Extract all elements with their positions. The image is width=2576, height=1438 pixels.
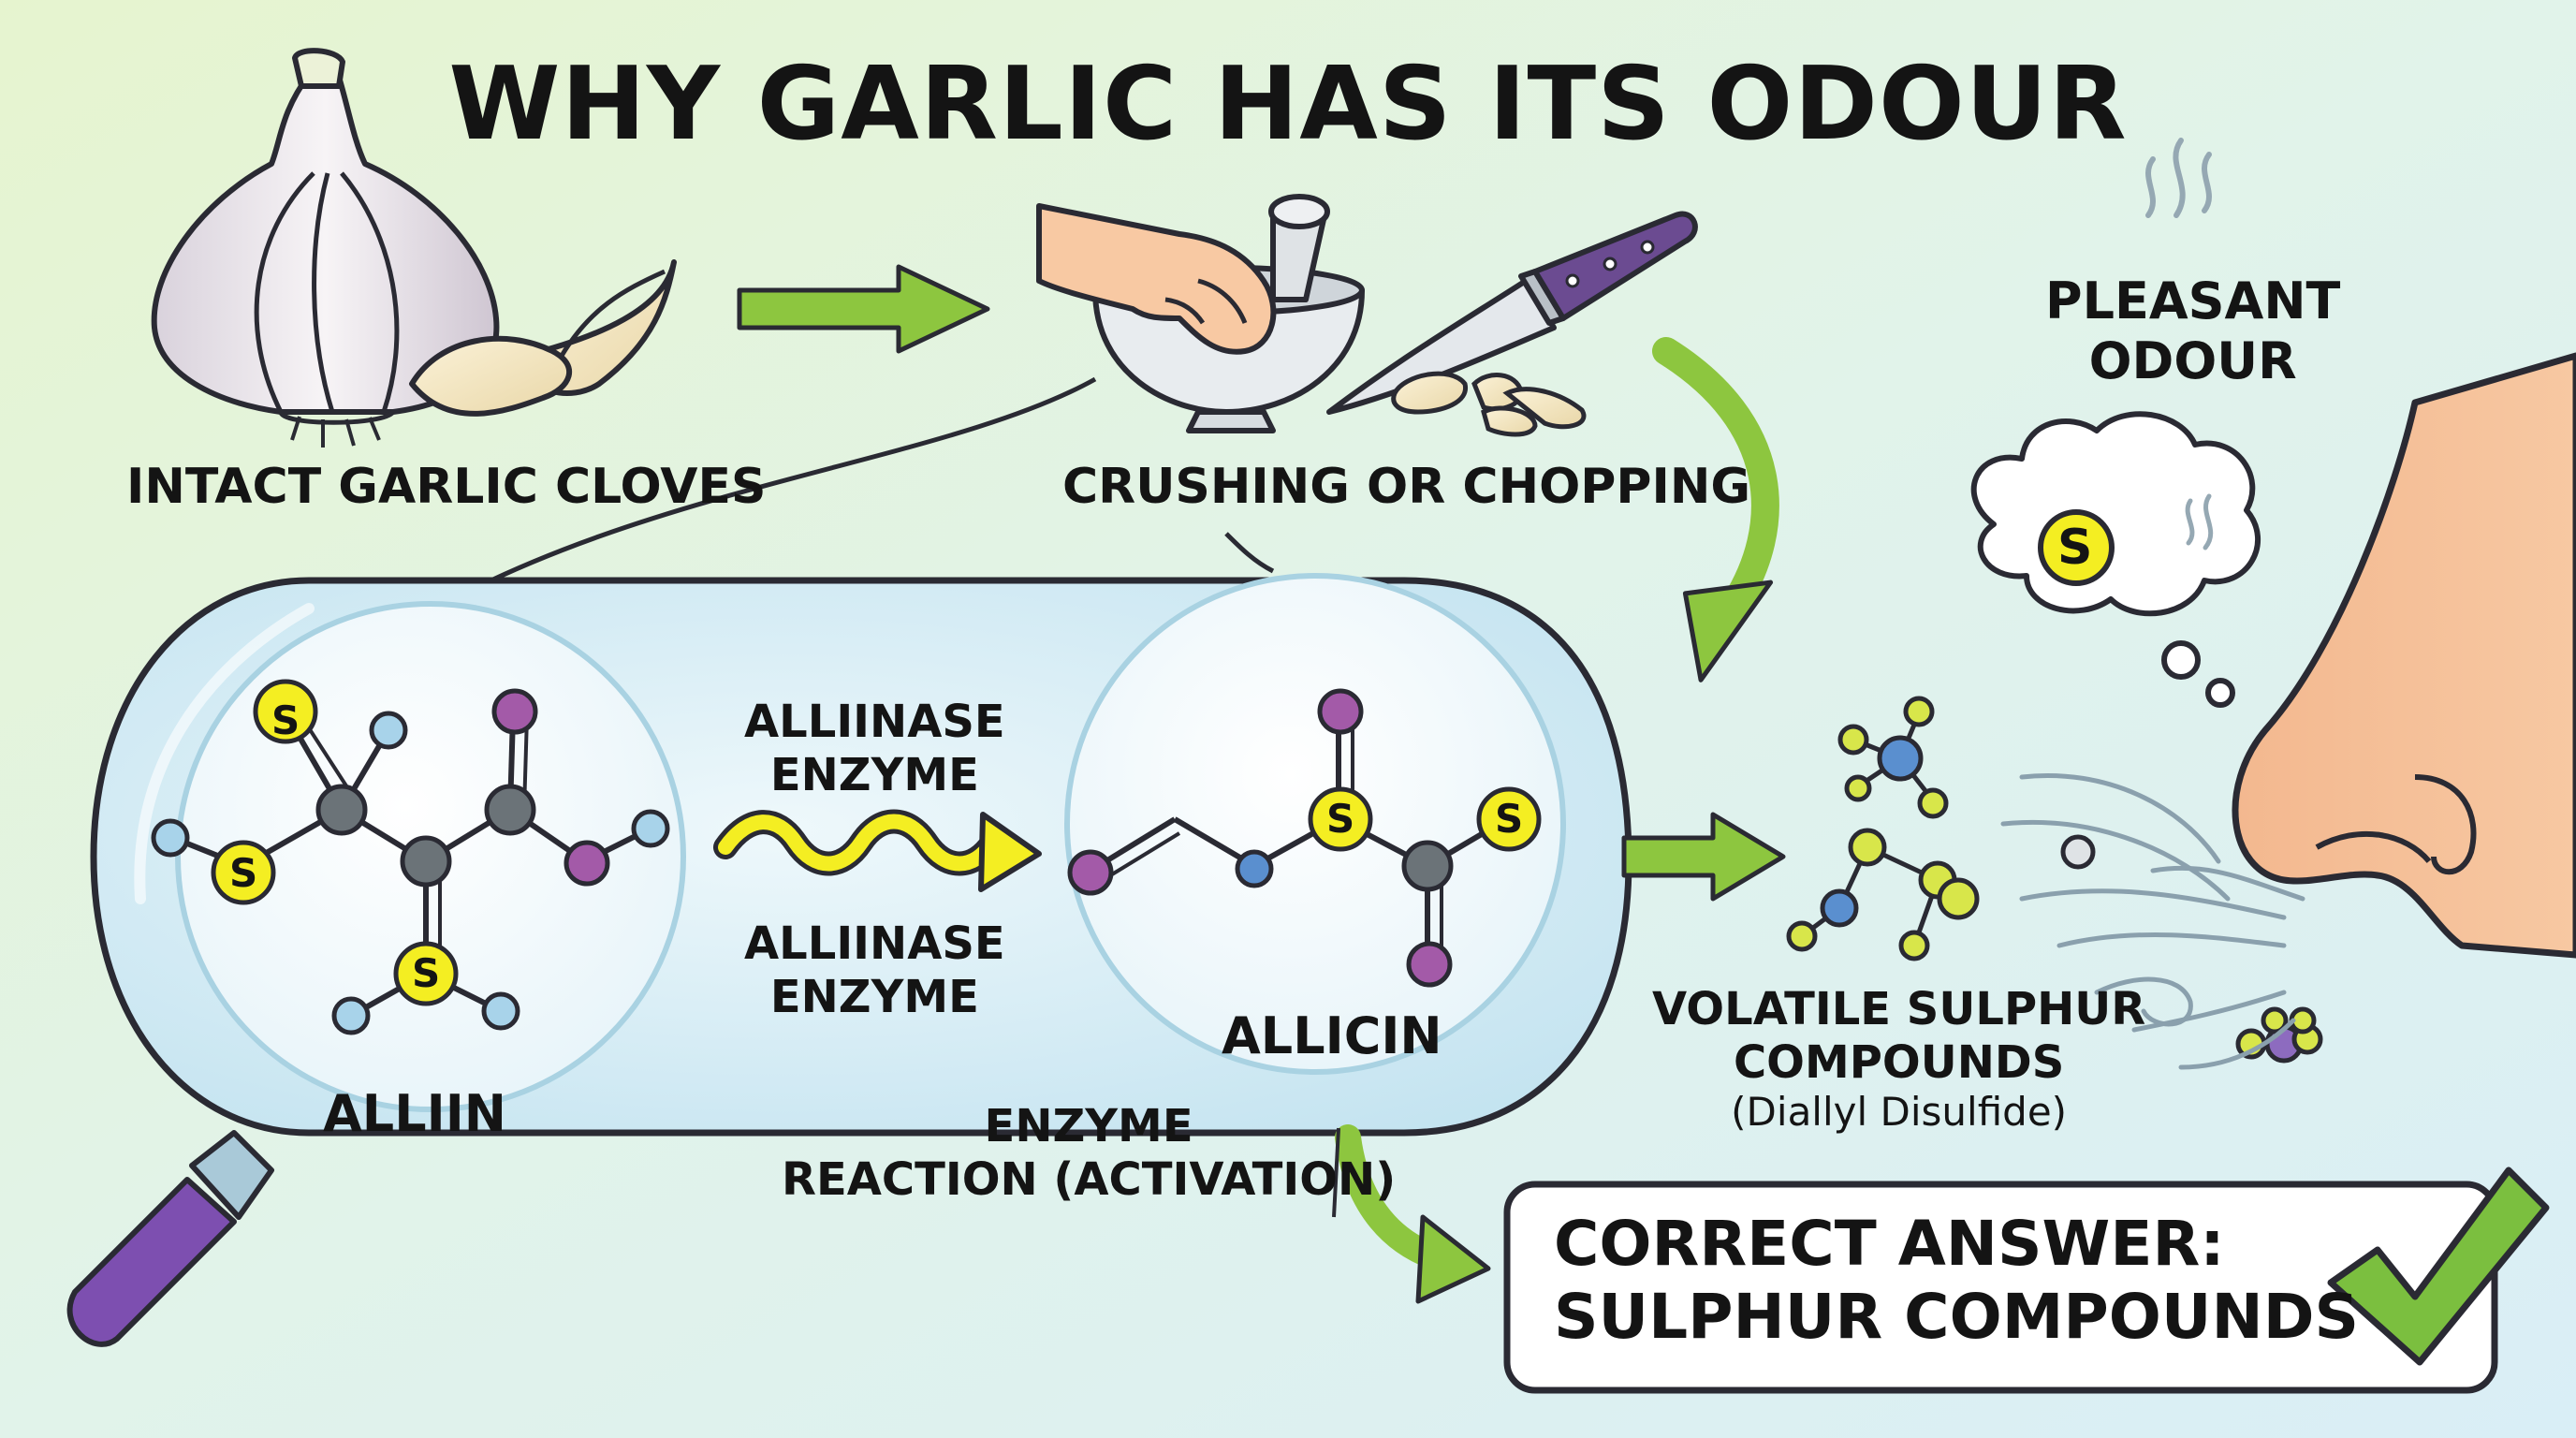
volatile-sub: (Diallyl Disulfide) (1731, 1089, 2068, 1136)
alliin-s-left: S (229, 850, 258, 896)
answer-line1: CORRECT ANSWER: (1554, 1208, 2225, 1280)
allicin-atoms (1067, 688, 1542, 988)
label-alliin: ALLIIN (323, 1084, 506, 1143)
alliinase-bottom-line1: ALLIINASE (744, 917, 1005, 970)
arrow-allicin-to-volatile (1621, 812, 1786, 902)
chopped-garlic-icon (1391, 371, 1587, 437)
smell-wisps-icon (2145, 138, 2212, 218)
check-icon (2327, 1167, 2550, 1366)
volatile-line1: VOLATILE SULPHUR (1652, 983, 2146, 1035)
label-alliinase-top: ALLIINASE ENZYME (744, 696, 1005, 801)
arrow-guide (1332, 1127, 1340, 1218)
answer-line2: SULPHUR COMPOUNDS (1554, 1280, 2360, 1353)
alliinase-top-line2: ENZYME (769, 748, 979, 801)
arrow-crushing-to-allicin (1652, 337, 1779, 623)
label-alliinase-bottom: ALLIINASE ENZYME (744, 917, 1005, 1023)
enzyme-reaction-line1: ENZYME (984, 1100, 1193, 1152)
lens-connector-small (1224, 532, 1275, 574)
thought-bubble-icon (1970, 411, 2261, 708)
volatile-line2: COMPOUNDS (1733, 1035, 2065, 1089)
knife-icon (1326, 211, 1698, 415)
page-title: WHY GARLIC HAS ITS ODOUR (448, 46, 2128, 163)
odour-line2: ODOUR (2088, 330, 2297, 390)
label-crushing-or-chopping: CRUSHING OR CHOPPING (1062, 459, 1751, 515)
alliin-atoms (151, 679, 670, 1035)
enzyme-reaction-line2: REACTION (ACTIVATION) (782, 1152, 1397, 1206)
hand-icon (1036, 203, 1277, 355)
label-pleasant-odour: PLEASANT ODOUR (2045, 271, 2340, 390)
label-intact-garlic-cloves: INTACT GARLIC CLOVES (126, 459, 767, 515)
alliinase-bottom-line2: ENZYME (769, 970, 979, 1023)
bubble-s: S (2057, 520, 2093, 576)
allicin-s-right: S (1495, 796, 1524, 842)
nose-icon (2232, 352, 2576, 959)
odour-wave-icon (2000, 773, 2305, 1070)
alliin-s-top: S (271, 697, 300, 743)
alliinase-wave-arrow (713, 809, 1042, 892)
alliin-s-bottom: S (412, 950, 441, 996)
label-volatile-sulphur-compounds: VOLATILE SULPHUR COMPOUNDS (Diallyl Disu… (1652, 983, 2145, 1136)
odour-line1: PLEASANT (2045, 271, 2341, 330)
garlic-bulb-icon (151, 48, 500, 448)
allicin-s-left: S (1326, 796, 1355, 842)
label-allicin: ALLICIN (1222, 1006, 1442, 1065)
label-enzyme-reaction: ENZYME REACTION (ACTIVATION) (782, 1100, 1396, 1206)
alliinase-top-line1: ALLIINASE (744, 696, 1005, 748)
arrow-head (1682, 580, 1774, 682)
arrow-head-answer (1415, 1214, 1491, 1304)
answer-text: CORRECT ANSWER: SULPHUR COMPOUNDS (1554, 1208, 2359, 1354)
answer-box (1503, 1181, 2498, 1394)
arrow-intact-to-crushing (737, 264, 990, 354)
garlic-clove-icon (409, 259, 677, 417)
